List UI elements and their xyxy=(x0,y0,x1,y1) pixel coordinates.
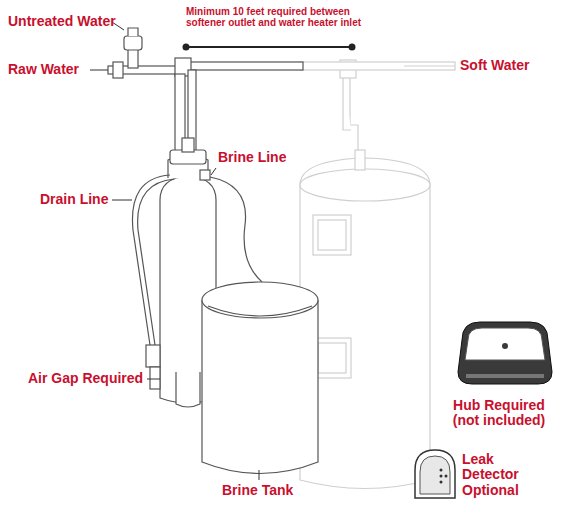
callout-label: Brine Tank xyxy=(222,483,312,498)
callout-label: Brine Line xyxy=(218,150,308,165)
brine-line xyxy=(210,177,262,282)
callout-label: Raw Water xyxy=(8,62,90,77)
water-heater xyxy=(300,60,430,489)
dimension-note: Minimum 10 feet required between softene… xyxy=(186,6,366,28)
callout-label: Leak Detector Optional xyxy=(462,452,530,498)
brine-tank xyxy=(202,282,318,474)
callout-label: Air Gap Required xyxy=(28,371,148,386)
callout-label: Soft Water xyxy=(460,58,560,73)
callout-label: Hub Required (not included) xyxy=(440,398,558,429)
piping xyxy=(108,28,303,166)
hub-icon xyxy=(458,322,552,384)
callout-label: Untreated Water xyxy=(8,14,118,29)
leader-lines xyxy=(90,22,455,480)
drain-line xyxy=(132,175,174,389)
soft-water-pipe xyxy=(300,62,455,70)
dimension-line xyxy=(183,44,356,51)
callout-label: Drain Line xyxy=(40,192,114,207)
leak-detector-icon xyxy=(415,450,455,498)
